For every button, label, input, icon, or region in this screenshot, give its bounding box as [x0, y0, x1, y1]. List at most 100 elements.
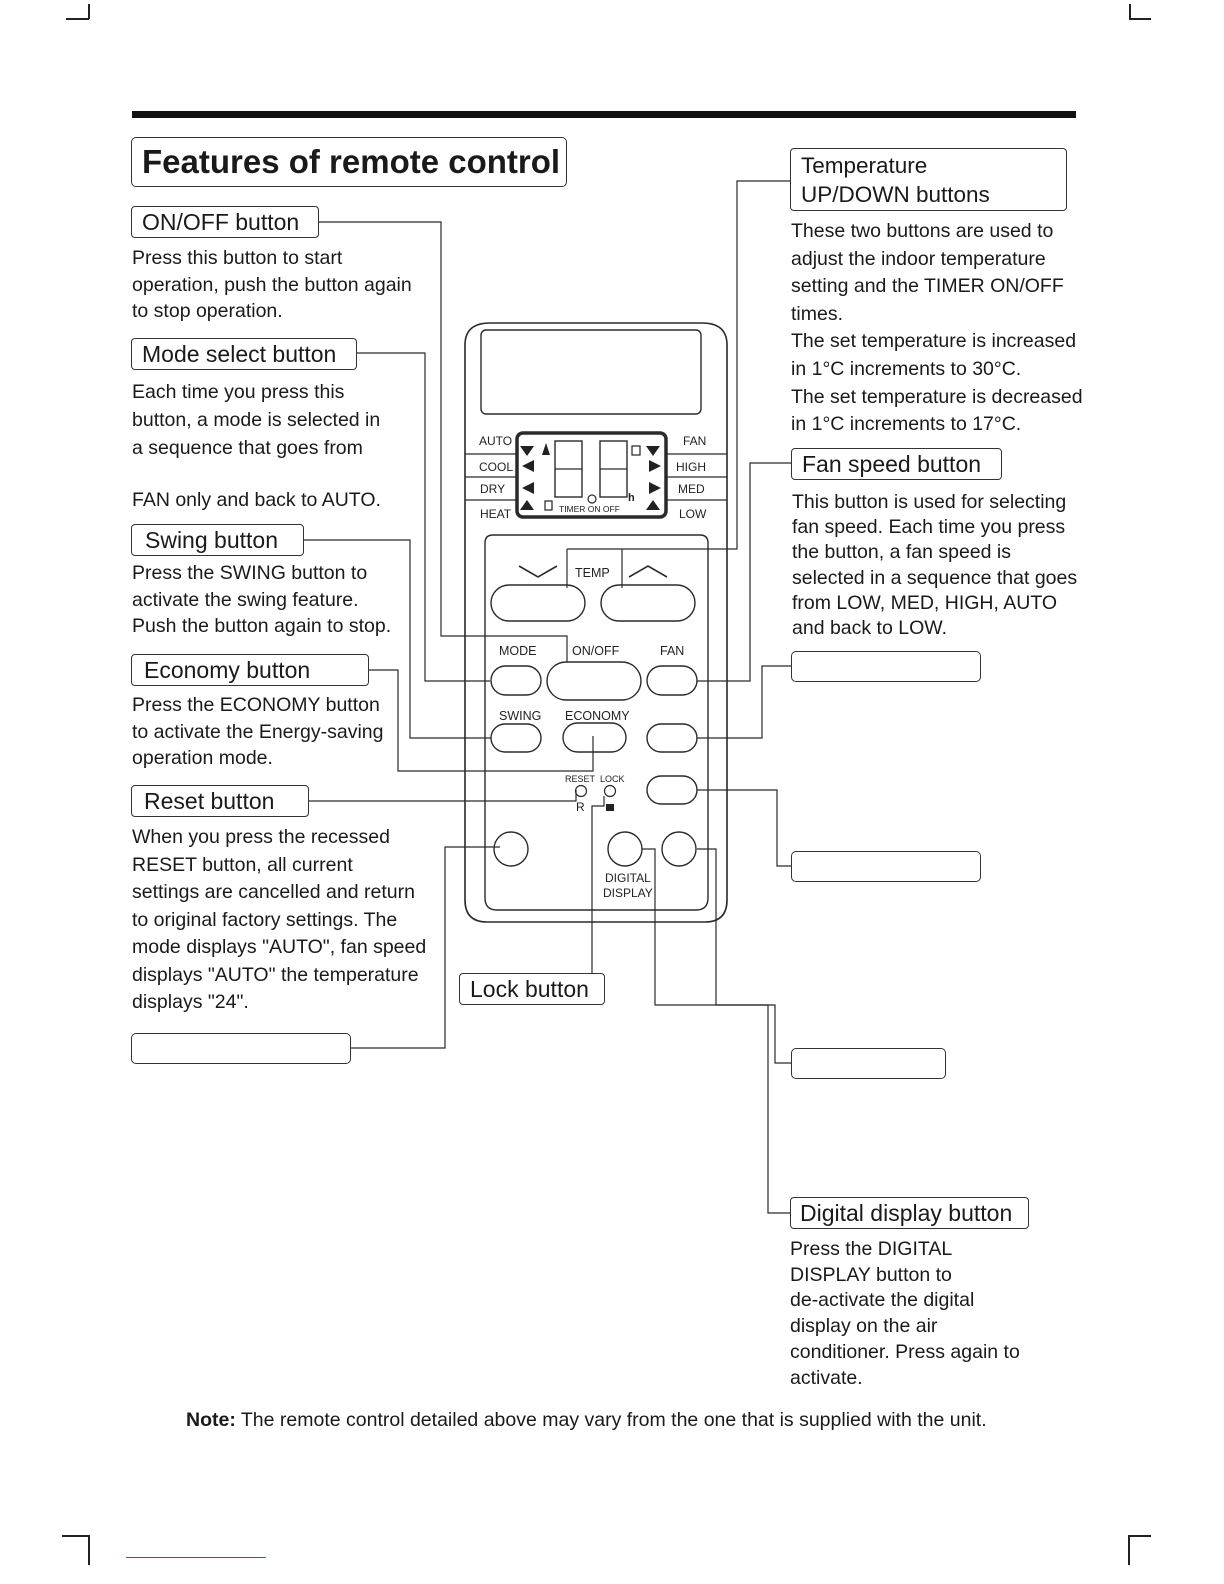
- leader-line-lock: [591, 796, 605, 973]
- economy-button-label: Economy button: [131, 654, 369, 686]
- arrow-icon: [522, 482, 534, 494]
- leader-line-blank-right-1: [697, 665, 791, 739]
- digital-display-text-2: DISPLAY: [603, 886, 653, 900]
- leader-line-onoff: [319, 221, 568, 662]
- leader-line-blank-right-3: [697, 848, 791, 1064]
- arrow-icon: [646, 500, 660, 510]
- reset-text: RESET: [565, 774, 596, 784]
- blank-label-box: [791, 1048, 946, 1079]
- crop-mark-top-right: [1129, 4, 1131, 19]
- unlabeled-button-2: [646, 775, 698, 805]
- blank-label-box: [791, 851, 981, 882]
- temp-down-button: [490, 584, 586, 622]
- crop-mark-bottom-right: [1128, 1535, 1130, 1565]
- temp-up-button: [600, 584, 696, 622]
- chevron-up-icon: [628, 565, 668, 578]
- leader-line-swing: [304, 539, 491, 739]
- footer-note: Note: The remote control detailed above …: [186, 1409, 987, 1432]
- onoff-button-label: ON/OFF button: [131, 206, 319, 238]
- arrow-icon: [542, 443, 550, 455]
- arrow-icon: [649, 482, 661, 494]
- fan-button-label: FAN: [660, 644, 684, 658]
- remote-window: [480, 329, 702, 415]
- digital-display-button-label: Digital display button: [790, 1197, 1029, 1229]
- crop-mark-top-left: [88, 4, 90, 19]
- mode-select-button-label: Mode select button: [131, 338, 357, 370]
- timer-indicator: TIMER ON OFF: [559, 504, 620, 514]
- mode-heat: HEAT: [480, 507, 512, 521]
- leader-line-reset: [309, 790, 577, 802]
- lock-button-label: Lock button: [459, 973, 605, 1005]
- fan-speed-button-label: Fan speed button: [791, 448, 1002, 480]
- clock-icon: [631, 445, 641, 456]
- reset-button-label: Reset button: [131, 785, 309, 817]
- reset-hole: [574, 784, 588, 798]
- hour-indicator: h: [628, 492, 635, 504]
- crop-mark-bottom-left: [62, 1535, 89, 1537]
- leader-line-blank-left: [351, 846, 500, 1049]
- crop-mark-top-right: [1129, 18, 1151, 20]
- leader-line-blank-right-2: [697, 789, 791, 867]
- arrow-icon: [649, 460, 661, 472]
- round-button-right: [661, 831, 697, 867]
- lcd-display: [515, 431, 668, 519]
- swing-button-text: SWING: [499, 709, 541, 723]
- note-prefix: Note:: [186, 1409, 236, 1431]
- note-text: The remote control detailed above may va…: [235, 1409, 987, 1431]
- economy-button: [562, 722, 627, 753]
- arrow-icon: [520, 446, 534, 456]
- header-rule: [132, 111, 1076, 118]
- swing-button: [490, 723, 542, 753]
- mode-dry: DRY: [480, 482, 505, 496]
- reset-r-mark: R: [576, 800, 585, 814]
- leader-line-fan: [697, 462, 791, 682]
- lock-icon: [606, 804, 614, 811]
- blank-label-box: [791, 651, 981, 682]
- round-button-left: [493, 831, 529, 867]
- arrow-icon: [522, 460, 534, 472]
- digital-display-button: [607, 831, 643, 867]
- footer-link-underline: [126, 1557, 266, 1558]
- arrow-icon: [646, 446, 660, 456]
- leader-line-digital: [642, 848, 790, 1214]
- fan-speed-low: LOW: [679, 507, 707, 521]
- crop-mark-bottom-right: [1128, 1535, 1151, 1537]
- leader-line-mode: [357, 352, 490, 682]
- page-title: Features of remote control: [131, 137, 567, 187]
- lock-hole: [603, 784, 617, 798]
- crop-mark-bottom-left: [88, 1535, 90, 1565]
- fan-icon: [544, 500, 553, 511]
- digital-display-text-1: DIGITAL: [605, 871, 651, 885]
- onoff-button: [546, 661, 642, 701]
- swing-button-label: Swing button: [131, 524, 304, 556]
- mode-button-label: MODE: [499, 644, 537, 658]
- chevron-down-icon: [518, 565, 558, 578]
- remote-outer-body: [464, 322, 728, 923]
- fan-button: [646, 665, 698, 696]
- mode-button: [490, 665, 542, 696]
- crop-mark-top-left: [66, 18, 89, 20]
- fan-speed-high: HIGH: [676, 460, 706, 474]
- leader-line-economy: [369, 669, 594, 772]
- arrow-icon: [520, 500, 534, 510]
- economy-button-text: ECONOMY: [565, 709, 630, 723]
- lock-text: LOCK: [600, 774, 625, 784]
- remote-keypad-area: [484, 534, 709, 911]
- mode-cool: COOL: [479, 460, 513, 474]
- temp-label: TEMP: [575, 566, 610, 580]
- onoff-button-text: ON/OFF: [572, 644, 620, 658]
- leader-line-temperature: [567, 180, 790, 550]
- fan-speed-med: MED: [678, 482, 705, 496]
- unlabeled-button-1: [646, 723, 698, 753]
- mode-auto: AUTO: [479, 434, 512, 448]
- fan-speed-fan: FAN: [683, 434, 706, 448]
